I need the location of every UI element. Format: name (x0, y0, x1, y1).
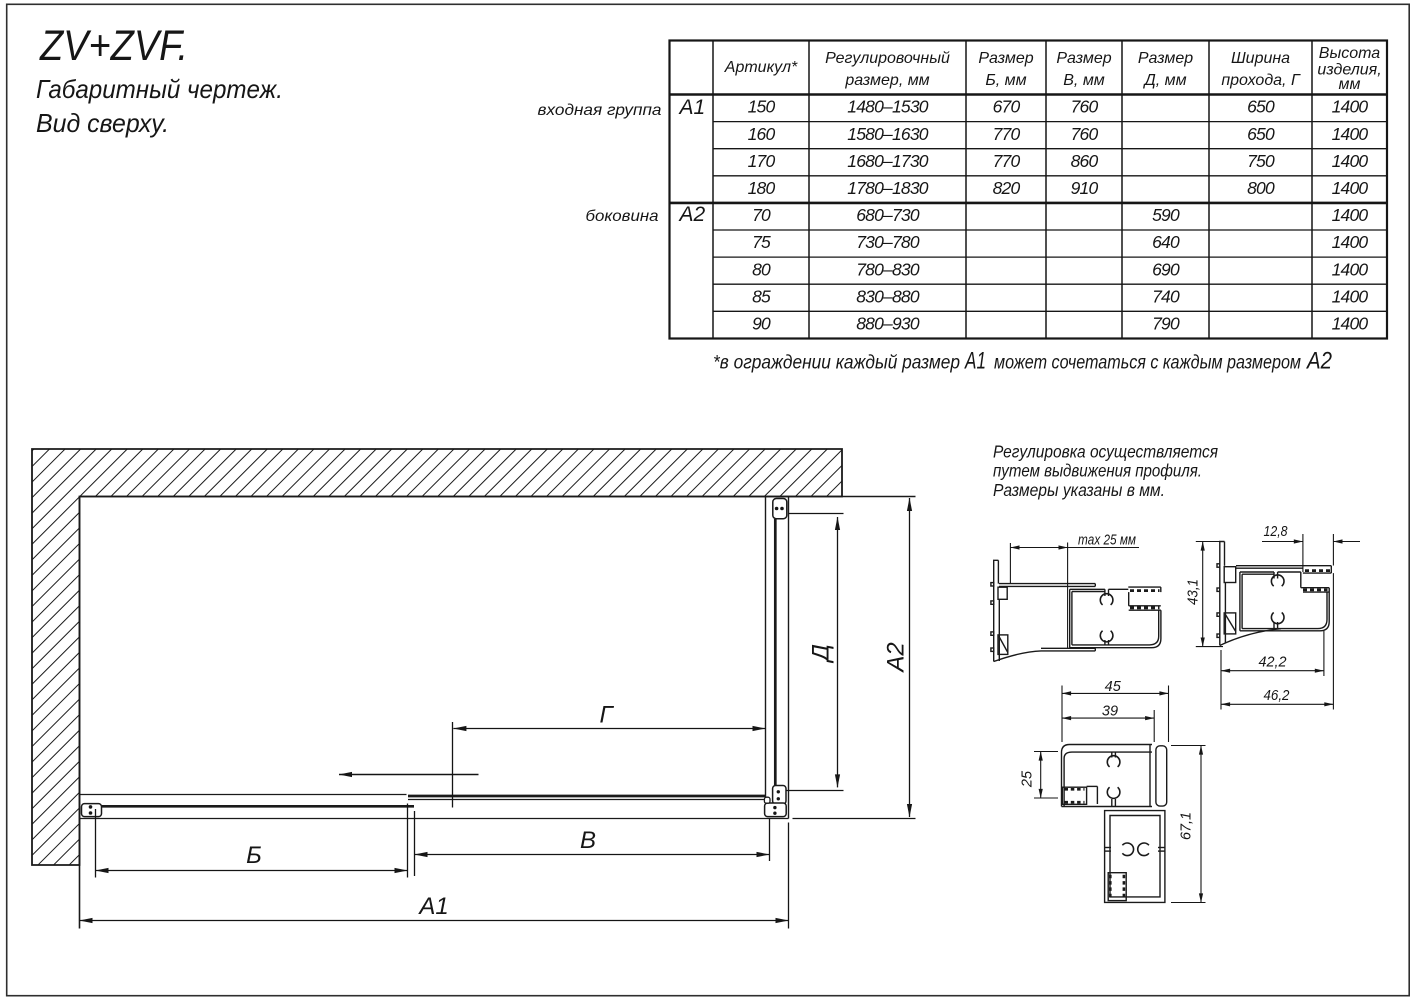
svg-text:12,8: 12,8 (1264, 524, 1288, 540)
svg-text:изделия,: изделия, (1317, 62, 1381, 79)
svg-text:740: 740 (1152, 286, 1180, 306)
svg-text:1780–1830: 1780–1830 (847, 178, 928, 198)
svg-text:25: 25 (1020, 770, 1036, 788)
svg-text:А1: А1 (417, 893, 448, 920)
svg-text:Д, мм: Д, мм (1142, 72, 1186, 89)
svg-text:75: 75 (752, 232, 771, 252)
svg-text:1400: 1400 (1332, 232, 1369, 252)
svg-text:80: 80 (752, 259, 771, 279)
svg-text:Размер: Размер (1138, 50, 1193, 67)
svg-text:В: В (580, 827, 596, 854)
svg-text:ZV+ZVF.: ZV+ZVF. (39, 22, 188, 70)
svg-text:650: 650 (1247, 97, 1275, 117)
svg-text:67,1: 67,1 (1179, 812, 1195, 840)
svg-text:650: 650 (1247, 124, 1275, 144)
svg-text:180: 180 (748, 178, 776, 198)
svg-text:1400: 1400 (1332, 205, 1369, 225)
svg-text:1680–1730: 1680–1730 (847, 151, 928, 171)
svg-text:А2: А2 (883, 642, 910, 673)
svg-text:85: 85 (752, 286, 771, 306)
svg-text:входная группа: входная группа (538, 102, 662, 119)
svg-text:Артикул*: Артикул* (724, 59, 798, 76)
svg-text:А1: А1 (678, 96, 706, 119)
svg-text:Регулировка осуществляется: Регулировка осуществляется (993, 441, 1218, 461)
svg-text:1400: 1400 (1332, 178, 1369, 198)
svg-text:160: 160 (748, 124, 776, 144)
svg-text:830–880: 830–880 (856, 286, 920, 306)
svg-text:150: 150 (748, 97, 776, 117)
svg-text:Размер: Размер (1056, 50, 1111, 67)
svg-text:А2: А2 (678, 203, 706, 226)
svg-text:760: 760 (1071, 97, 1099, 117)
svg-text:800: 800 (1247, 178, 1275, 198)
svg-text:640: 640 (1152, 232, 1180, 252)
svg-text:Регулировочный: Регулировочный (825, 50, 950, 67)
svg-text:прохода, Г: прохода, Г (1221, 72, 1301, 89)
svg-text:45: 45 (1105, 679, 1122, 695)
svg-text:может сочетаться с каждым разм: может сочетаться с каждым размером (994, 353, 1301, 374)
svg-text:170: 170 (748, 151, 776, 171)
svg-text:Размеры указаны в мм.: Размеры указаны в мм. (993, 480, 1165, 500)
svg-text:90: 90 (752, 314, 771, 334)
svg-text:боковина: боковина (586, 208, 659, 225)
svg-text:А1: А1 (964, 348, 986, 375)
svg-text:Высота: Высота (1319, 45, 1380, 62)
svg-text:820: 820 (993, 178, 1021, 198)
svg-text:770: 770 (993, 124, 1021, 144)
svg-text:730–780: 730–780 (856, 232, 920, 252)
svg-text:1400: 1400 (1332, 124, 1369, 144)
svg-text:750: 750 (1247, 151, 1275, 171)
svg-text:1400: 1400 (1332, 151, 1369, 171)
svg-text:1400: 1400 (1332, 259, 1369, 279)
svg-text:размер, мм: размер, мм (844, 72, 929, 89)
svg-text:путем выдвижения профиля.: путем выдвижения профиля. (993, 461, 1202, 481)
svg-text:Габаритный чертеж.: Габаритный чертеж. (36, 74, 283, 104)
svg-text:790: 790 (1152, 314, 1180, 334)
svg-text:39: 39 (1102, 704, 1118, 720)
svg-text:860: 860 (1071, 151, 1099, 171)
svg-text:Г: Г (599, 702, 614, 729)
svg-text:Вид сверху.: Вид сверху. (36, 108, 169, 138)
svg-text:Д: Д (808, 644, 835, 664)
svg-text:70: 70 (752, 205, 771, 225)
svg-text:А2: А2 (1305, 348, 1332, 375)
svg-text:Б: Б (246, 842, 262, 869)
svg-text:Размер: Размер (978, 50, 1033, 67)
svg-text:590: 590 (1152, 205, 1180, 225)
svg-text:В, мм: В, мм (1063, 72, 1105, 89)
svg-text:690: 690 (1152, 259, 1180, 279)
svg-text:680–730: 680–730 (856, 205, 920, 225)
svg-text:1480–1530: 1480–1530 (847, 97, 928, 117)
svg-text:770: 770 (993, 151, 1021, 171)
svg-text:*в ограждении каждый размер: *в ограждении каждый размер (713, 353, 960, 374)
svg-text:910: 910 (1071, 178, 1099, 198)
svg-text:max 25 мм: max 25 мм (1078, 533, 1136, 549)
svg-text:1580–1630: 1580–1630 (847, 124, 928, 144)
svg-text:мм: мм (1339, 76, 1361, 93)
svg-text:670: 670 (993, 97, 1021, 117)
svg-text:Б, мм: Б, мм (985, 72, 1026, 89)
svg-text:1400: 1400 (1332, 314, 1369, 334)
svg-text:880–930: 880–930 (856, 314, 920, 334)
svg-text:1400: 1400 (1332, 286, 1369, 306)
svg-text:Ширина: Ширина (1231, 50, 1290, 67)
svg-text:46,2: 46,2 (1264, 688, 1290, 704)
svg-text:1400: 1400 (1332, 97, 1369, 117)
svg-text:780–830: 780–830 (856, 259, 920, 279)
svg-text:43,1: 43,1 (1186, 579, 1202, 605)
svg-text:760: 760 (1071, 124, 1099, 144)
svg-text:42,2: 42,2 (1259, 655, 1287, 671)
